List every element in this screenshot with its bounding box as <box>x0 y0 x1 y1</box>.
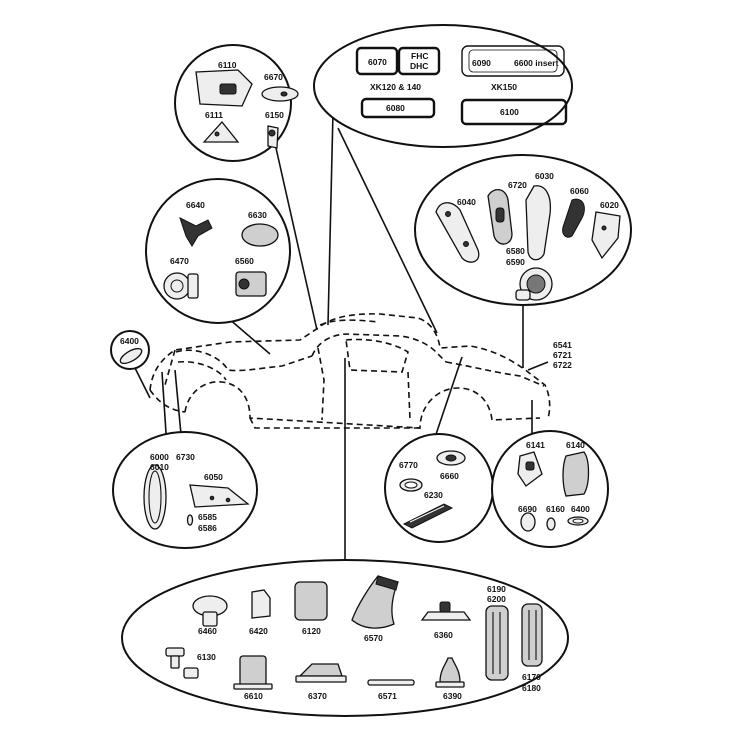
label-6660: 6660 <box>440 471 459 481</box>
label-6030: 6030 <box>535 171 554 181</box>
rear-labels: 6541 6721 6722 <box>553 340 572 370</box>
label-6130: 6130 <box>197 652 216 662</box>
label-6370: 6370 <box>308 691 327 701</box>
label-6100: 6100 <box>500 107 519 117</box>
label-6571: 6571 <box>378 691 397 701</box>
oval-6000-group: 6000 6730 6010 6050 6585 6586 <box>112 431 258 549</box>
label-6400-right: 6400 <box>571 504 590 514</box>
label-xk120-140: XK120 & 140 <box>370 82 421 92</box>
oval-bottom-group: 6460 6420 6120 6570 6360 6190 6200 6130 … <box>121 559 569 717</box>
circle-6110-group: 6110 6670 6111 6150 <box>174 44 299 162</box>
label-6360: 6360 <box>434 630 453 640</box>
label-6721: 6721 <box>553 350 572 360</box>
label-6590: 6590 <box>506 257 525 267</box>
label-6020: 6020 <box>600 200 619 210</box>
label-6720: 6720 <box>508 180 527 190</box>
label-6060: 6060 <box>570 186 589 196</box>
label-dhc: DHC <box>410 61 428 71</box>
label-fhc: FHC <box>411 51 428 61</box>
label-6170: 6170 <box>522 672 541 682</box>
label-6730: 6730 <box>176 452 195 462</box>
label-6630: 6630 <box>248 210 267 220</box>
label-6770: 6770 <box>399 460 418 470</box>
label-6190: 6190 <box>487 584 506 594</box>
label-6470: 6470 <box>170 256 189 266</box>
label-6120: 6120 <box>302 626 321 636</box>
label-6690: 6690 <box>518 504 537 514</box>
badge-group: 6070 FHC DHC 6090 6600 insert XK120 & 14… <box>313 24 573 148</box>
leader-lines <box>134 111 549 562</box>
label-6610: 6610 <box>244 691 263 701</box>
label-6560: 6560 <box>235 256 254 266</box>
label-6180: 6180 <box>522 683 541 693</box>
label-6722: 6722 <box>553 360 572 370</box>
label-6570: 6570 <box>364 633 383 643</box>
label-6150: 6150 <box>265 110 284 120</box>
label-6390: 6390 <box>443 691 462 701</box>
label-6111: 6111 <box>205 110 223 120</box>
label-6141: 6141 <box>526 440 545 450</box>
circle-6400-small: 6400 <box>110 330 150 370</box>
label-xk150: XK150 <box>491 82 517 92</box>
label-6541: 6541 <box>553 340 572 350</box>
label-6110: 6110 <box>218 60 237 70</box>
label-6050: 6050 <box>204 472 223 482</box>
label-6070: 6070 <box>368 57 387 67</box>
label-6586: 6586 <box>198 523 217 533</box>
label-6040: 6040 <box>457 197 476 207</box>
label-6200: 6200 <box>487 594 506 604</box>
circle-6640-group: 6640 6630 6470 6560 <box>145 178 291 324</box>
label-6585: 6585 <box>198 512 217 522</box>
label-6090: 6090 <box>472 58 491 68</box>
label-6140: 6140 <box>566 440 585 450</box>
label-6420: 6420 <box>249 626 268 636</box>
label-6460: 6460 <box>198 626 217 636</box>
circle-6141-group: 6141 6140 6690 6160 6400 <box>491 430 609 548</box>
label-6670: 6670 <box>264 72 283 82</box>
label-6580: 6580 <box>506 246 525 256</box>
oval-6040-group: 6040 6720 6030 6060 6020 6580 6590 <box>414 154 632 306</box>
label-6600-insert: 6600 insert <box>514 58 559 68</box>
label-6000: 6000 <box>150 452 169 462</box>
label-6400-small: 6400 <box>120 336 139 346</box>
label-6160: 6160 <box>546 504 565 514</box>
label-6080: 6080 <box>386 103 405 113</box>
car-outline <box>149 313 551 429</box>
label-6230: 6230 <box>424 490 443 500</box>
label-6640: 6640 <box>186 200 205 210</box>
label-6010: 6010 <box>150 462 169 472</box>
circle-6770-group: 6770 6660 6230 <box>384 433 494 543</box>
